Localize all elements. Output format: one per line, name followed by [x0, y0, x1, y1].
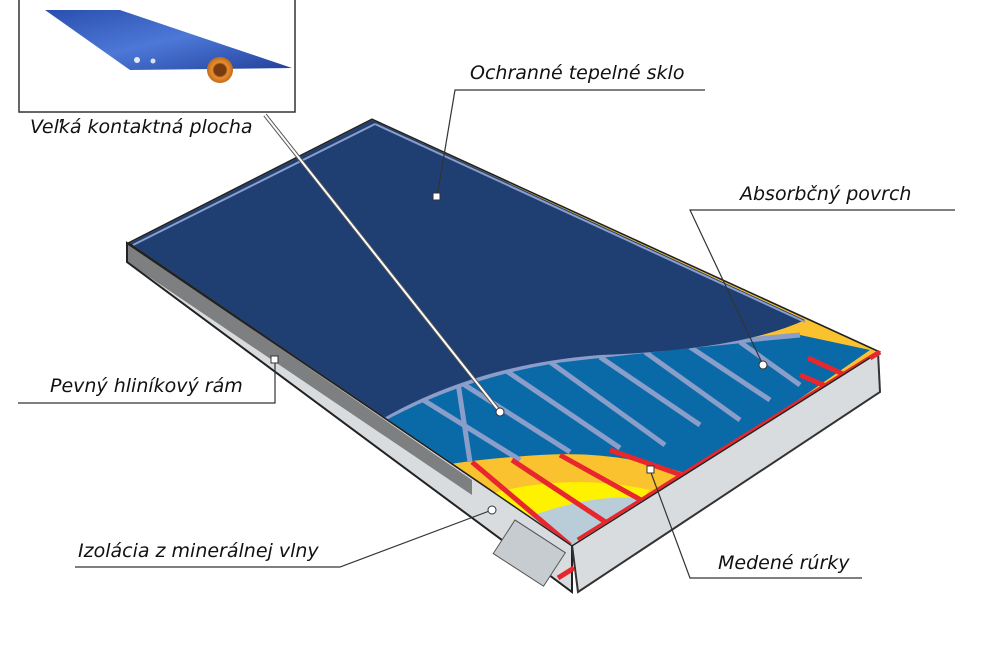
inset-detail: [18, 0, 296, 113]
label-insulation: Izolácia z minerálnej vlny: [78, 540, 319, 562]
label-pipes: Medené rúrky: [718, 552, 850, 574]
label-contact-area: Veľká kontaktná plocha: [30, 116, 253, 138]
protective-glass: [130, 120, 805, 425]
absorber-fin-detail: [45, 10, 292, 70]
copper-pipe-detail: [207, 57, 233, 83]
absorber-surface: [372, 335, 870, 475]
label-absorber: Absorbčný povrch: [740, 183, 912, 205]
leader-dots: [270, 192, 768, 515]
leader-lines: [18, 89, 955, 579]
label-glass: Ochranné tepelné sklo: [470, 62, 685, 84]
label-frame: Pevný hliníkový rám: [50, 375, 243, 397]
pipe-outlet: [556, 565, 576, 581]
